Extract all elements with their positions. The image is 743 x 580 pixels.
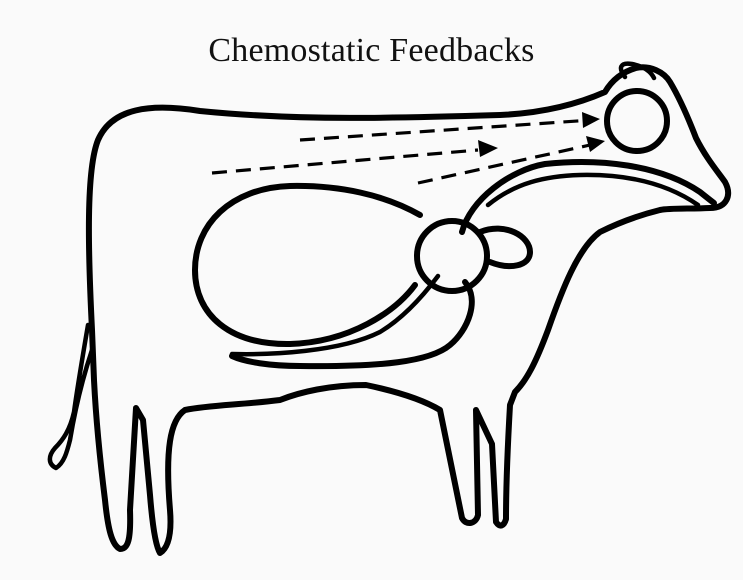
cow-tail — [50, 325, 92, 468]
feedback-arrow-middle-head — [478, 140, 498, 157]
feedback-arrow-top-head — [582, 112, 600, 128]
brain — [607, 91, 667, 151]
feedback-arrow-bottom-head — [586, 136, 605, 152]
omasum — [417, 221, 487, 291]
rumen — [195, 186, 420, 344]
feedback-arrow-middle — [212, 150, 478, 173]
esophagus-inner — [488, 175, 698, 205]
feedback-arrow-top — [300, 120, 592, 140]
